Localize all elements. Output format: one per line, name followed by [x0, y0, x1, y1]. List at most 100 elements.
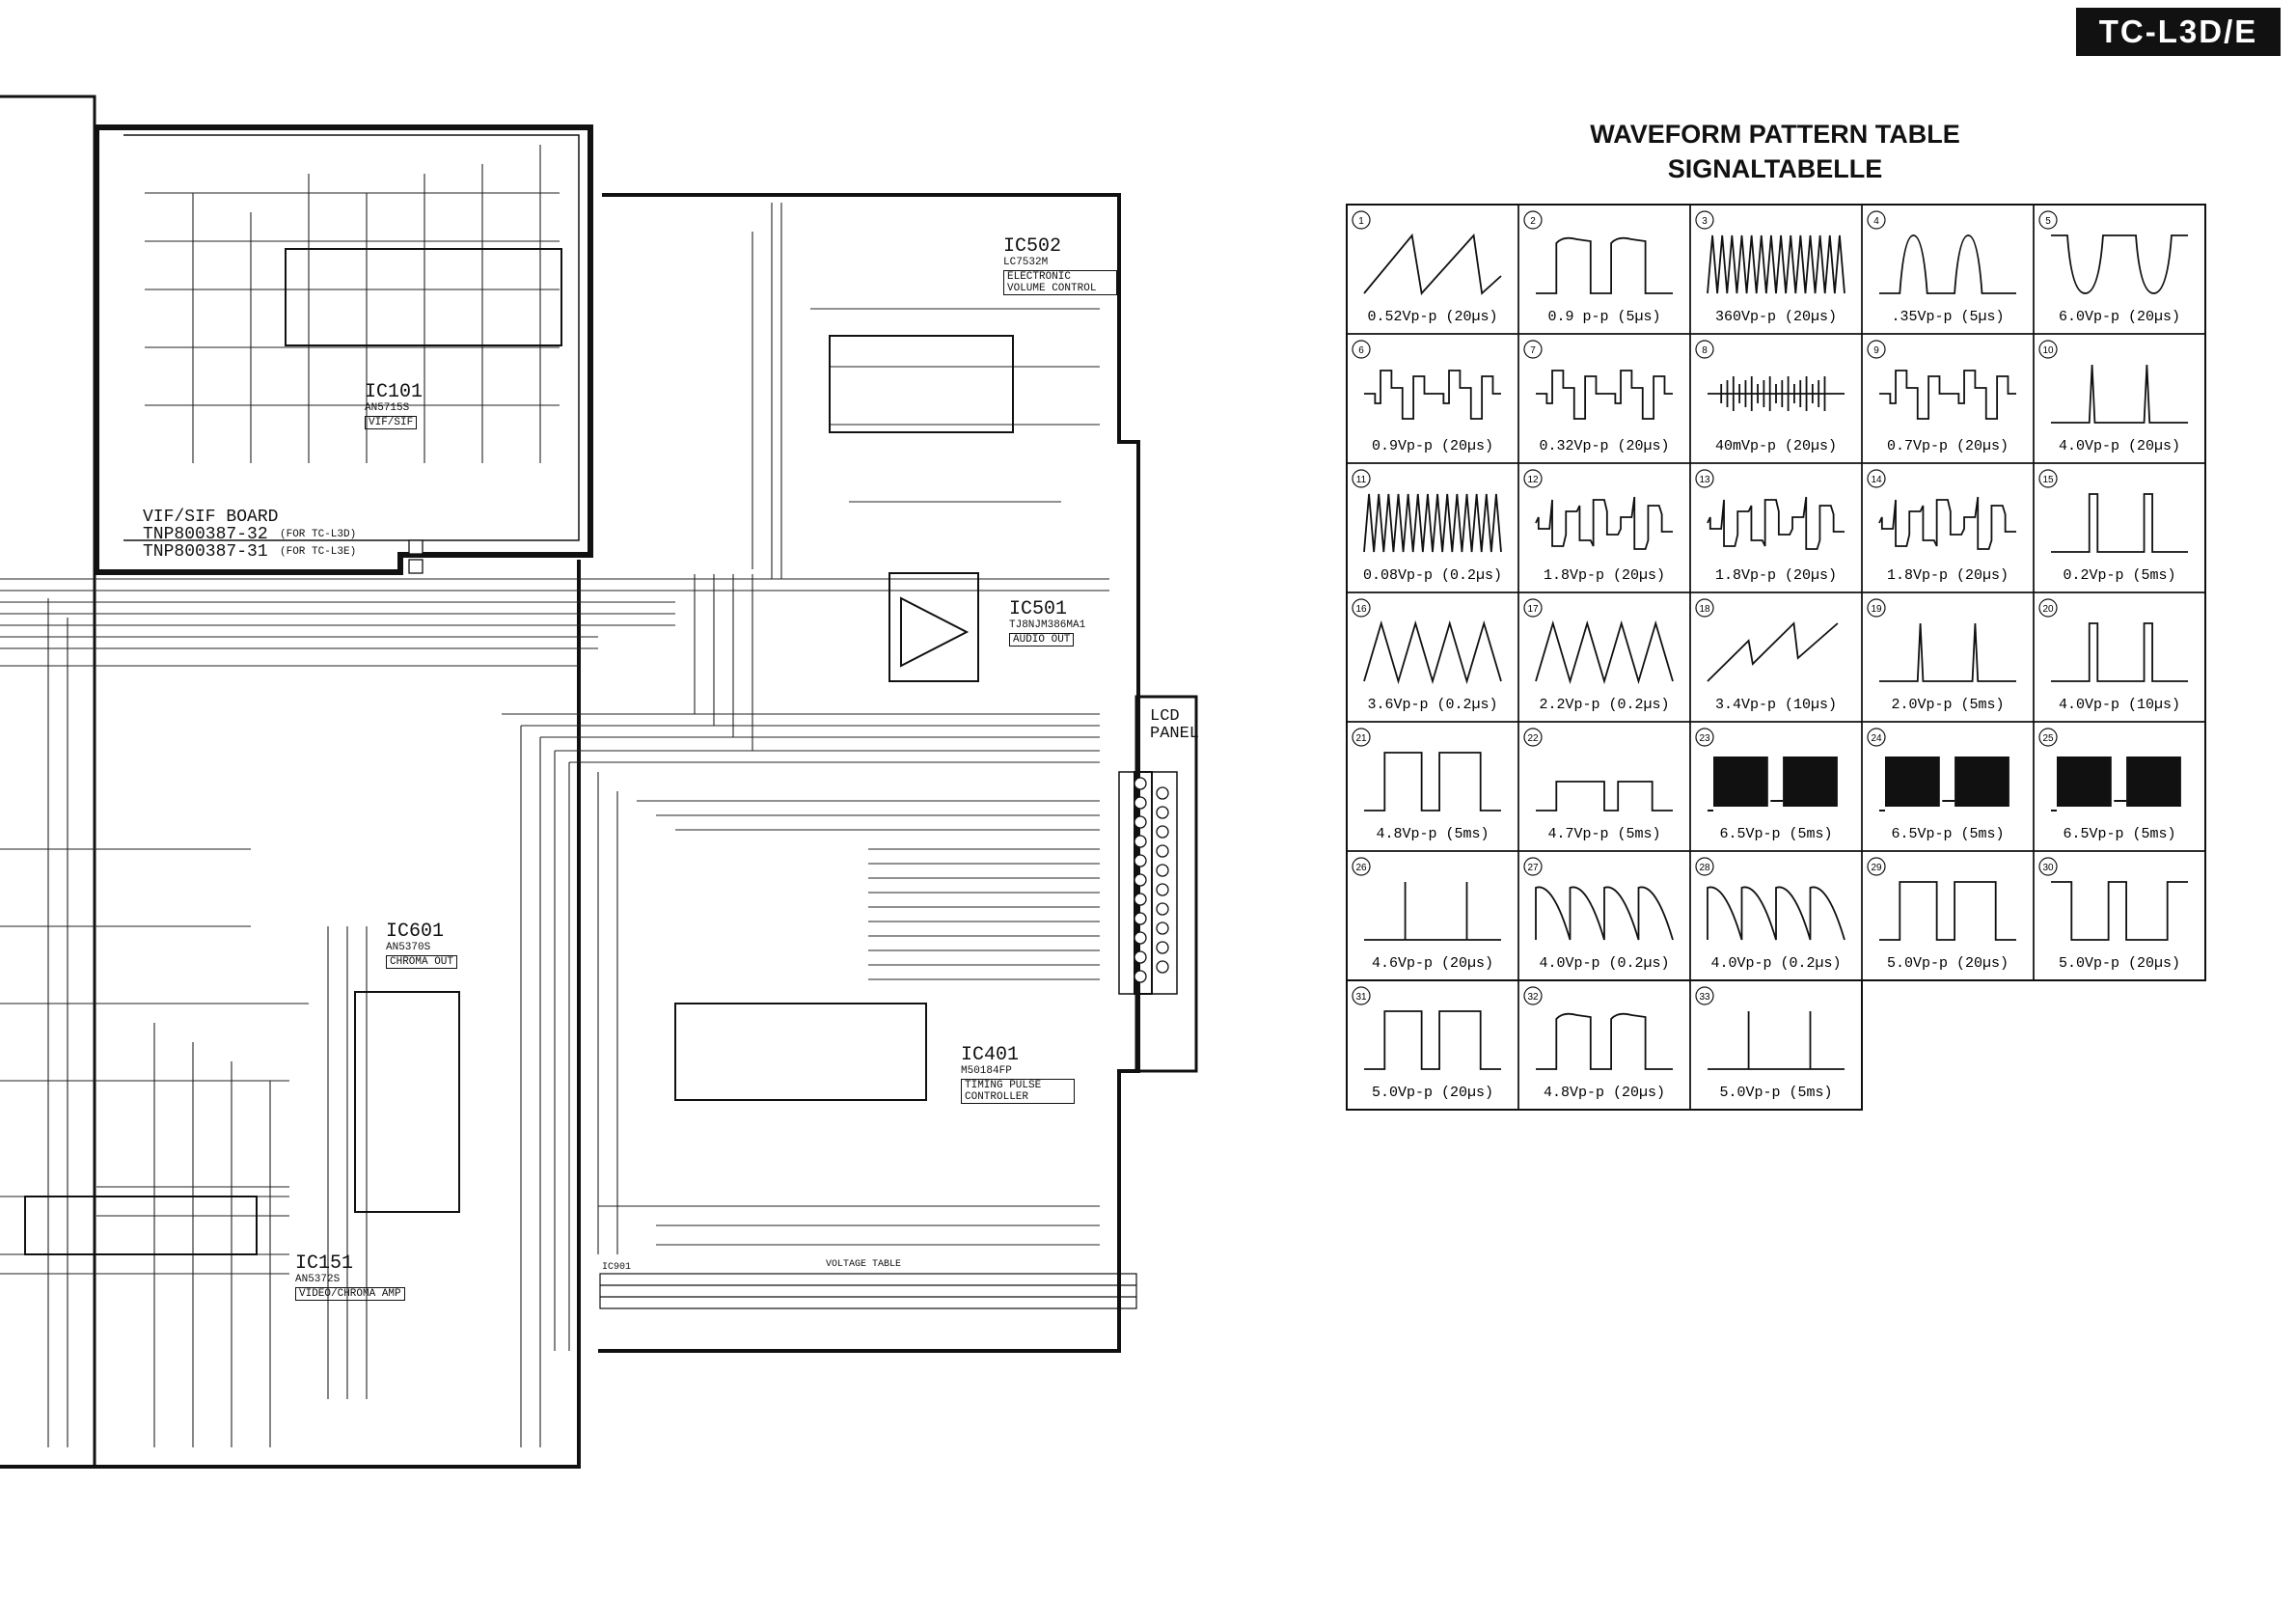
- waveform-number-circle: [1867, 728, 1886, 747]
- waveform-number: 23: [1699, 733, 1710, 744]
- waveform-number-circle: [1695, 469, 1714, 488]
- waveform-label: 0.2Vp-p (5ms): [2063, 567, 2175, 584]
- waveform-number-circle: [1352, 469, 1371, 488]
- waveform-label: 0.08Vp-p (0.2µs): [1363, 567, 1502, 584]
- ic-function: CHROMA OUT: [386, 955, 458, 969]
- waveform-number-circle: [1695, 210, 1714, 230]
- waveform-number: 2: [1530, 216, 1536, 227]
- waveform-cell: 295.0Vp-p (20µs): [1861, 850, 2035, 981]
- waveform-number: 11: [1356, 475, 1367, 485]
- waveform-trace: [1364, 1010, 1501, 1070]
- waveform-number-circle: [1523, 986, 1543, 1005]
- waveform-trace: [1536, 370, 1673, 420]
- ic-function: TIMING PULSE CONTROLLER: [961, 1079, 1075, 1104]
- waveform-number: 10: [2042, 345, 2054, 356]
- waveform-cell: 26 4.6Vp-p (20µs): [1346, 850, 1519, 981]
- waveform-number-circle: [1352, 598, 1371, 618]
- waveform-trace: [2051, 234, 2188, 294]
- waveform-number: 31: [1355, 992, 1367, 1003]
- waveform-cell: 17 2.2Vp-p (0.2µs): [1517, 591, 1691, 723]
- waveform-label: 4.6Vp-p (20µs): [1372, 955, 1493, 972]
- waveform-cell: 315.0Vp-p (20µs): [1346, 979, 1519, 1111]
- waveform-label: 4.8Vp-p (5ms): [1376, 826, 1489, 842]
- waveform-cell: 8 40mVp-p (20µs): [1689, 333, 1863, 464]
- waveform-number: 17: [1527, 604, 1539, 615]
- waveform-label: 6.5Vp-p (5ms): [1891, 826, 2004, 842]
- waveform-number-circle: [1523, 728, 1543, 747]
- waveform-number-circle: [1695, 728, 1714, 747]
- waveform-label: 4.8Vp-p (20µs): [1544, 1085, 1665, 1101]
- waveform-trace: [2051, 881, 2188, 941]
- waveform-trace: [1879, 800, 1955, 812]
- waveform-cell: 131.8Vp-p (20µs): [1689, 462, 1863, 593]
- waveform-cell-border: [1689, 979, 1863, 1111]
- waveform-label: 360Vp-p (20µs): [1715, 309, 1837, 325]
- waveform-trace: [1536, 781, 1673, 812]
- waveform-label: 2.2Vp-p (0.2µs): [1539, 697, 1669, 713]
- waveform-number: 33: [1699, 992, 1710, 1003]
- waveform-cell: 70.32Vp-p (20µs): [1517, 333, 1691, 464]
- waveform-trace: [1364, 370, 1501, 420]
- waveform-trace: [1535, 886, 1674, 941]
- waveform-cell: 21 4.8Vp-p (5ms): [1346, 721, 1519, 852]
- waveform-trace: [1879, 234, 2016, 294]
- waveform-label: 4.0Vp-p (20µs): [2059, 438, 2180, 454]
- waveform-cell: 60.9Vp-p (20µs): [1346, 333, 1519, 464]
- waveform-number: 25: [2042, 733, 2054, 744]
- waveform-number: 8: [1702, 345, 1708, 356]
- waveform-block: [1885, 756, 1940, 807]
- board-note-1: (FOR TC-L3D): [280, 529, 357, 540]
- waveform-cell: 90.7Vp-p (20µs): [1861, 333, 2035, 464]
- waveform-number-circle: [1695, 340, 1714, 359]
- waveform-table-subtitle: SIGNALTABELLE: [1667, 154, 1883, 183]
- ic-part: LC7532M: [1003, 257, 1049, 268]
- waveform-label: .35Vp-p (5µs): [1891, 309, 2004, 325]
- waveform-number-circle: [1523, 469, 1543, 488]
- waveform-label: 2.0Vp-p (5ms): [1891, 697, 2004, 713]
- waveform-number: 22: [1527, 733, 1539, 744]
- waveform-number: 26: [1355, 863, 1367, 873]
- waveform-cell: 10.52Vp-p (20µs): [1346, 204, 1519, 335]
- waveform-number-circle: [1523, 210, 1543, 230]
- waveform-label: 0.52Vp-p (20µs): [1367, 309, 1497, 325]
- waveform-label: 40mVp-p (20µs): [1715, 438, 1837, 454]
- model-text: TC-L3D/E: [2098, 14, 2258, 49]
- waveform-number-circle: [2038, 469, 2058, 488]
- waveform-number-circle: [1867, 857, 1886, 876]
- waveform-number: 16: [1355, 604, 1367, 615]
- waveform-cell: 16 3.6Vp-p (0.2µs): [1346, 591, 1519, 723]
- waveform-number-circle: [1352, 986, 1371, 1005]
- waveform-number: 21: [1355, 733, 1367, 744]
- waveform-number-circle: [1695, 857, 1714, 876]
- waveform-cell: 15 0.2Vp-p (5ms): [2033, 462, 2206, 593]
- waveform-trace: [1363, 233, 1502, 295]
- waveform-label: 5.0Vp-p (20µs): [2059, 955, 2180, 972]
- waveform-trace: [1708, 800, 1784, 812]
- waveform-label: 0.7Vp-p (20µs): [1887, 438, 2009, 454]
- waveform-number: 13: [1699, 475, 1710, 485]
- waveform-label: 3.6Vp-p (0.2µs): [1367, 697, 1497, 713]
- waveform-number: 29: [1871, 863, 1882, 873]
- waveform-trace: [2051, 493, 2188, 553]
- waveform-number-circle: [2038, 728, 2058, 747]
- waveform-number: 18: [1699, 604, 1710, 615]
- waveform-trace: [1364, 752, 1501, 812]
- waveform-trace: [1535, 619, 1674, 685]
- waveform-number-circle: [1523, 857, 1543, 876]
- waveform-label: 4.0Vp-p (0.2µs): [1539, 955, 1669, 972]
- waveform-label: 6.0Vp-p (20µs): [2059, 309, 2180, 325]
- waveform-cell: 224.7Vp-p (5ms): [1517, 721, 1691, 852]
- waveform-number: 14: [1871, 475, 1882, 485]
- waveform-number: 12: [1527, 475, 1539, 485]
- waveform-cell: 274.0Vp-p (0.2µs): [1517, 850, 1691, 981]
- waveform-label: 1.8Vp-p (20µs): [1887, 567, 2009, 584]
- waveform-trace: [1535, 496, 1673, 550]
- ic-part: TJ8NJM386MA1: [1009, 619, 1086, 631]
- waveform-trace: [1879, 622, 2016, 682]
- waveform-block: [1713, 756, 1768, 807]
- board-title: VIF/SIF BOARD: [143, 508, 279, 527]
- waveform-number: 15: [2042, 475, 2054, 485]
- ic-name: IC502: [1003, 235, 1062, 258]
- ic-name: IC501: [1009, 598, 1068, 620]
